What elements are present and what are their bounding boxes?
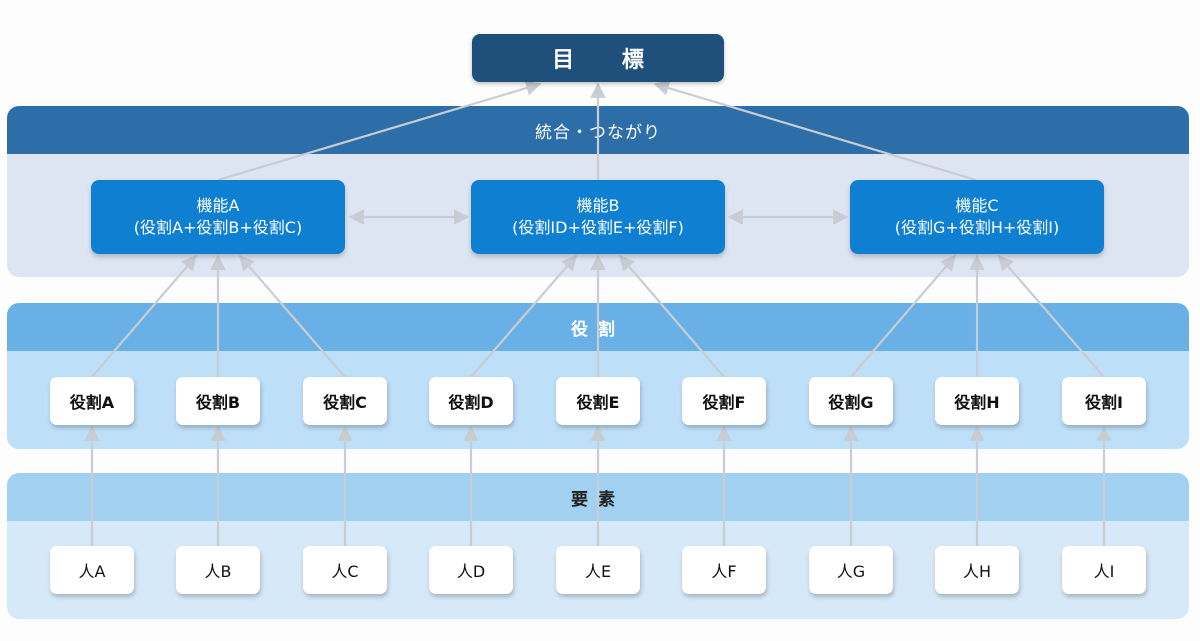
role-e-box: 役割E	[556, 377, 640, 425]
role-d-box: 役割D	[429, 377, 513, 425]
function-subtitle: (役割ID+役割E+役割F)	[512, 218, 684, 237]
function-title: 機能A	[196, 196, 240, 215]
person-d-box: 人D	[429, 546, 513, 594]
person-f-box: 人F	[682, 546, 766, 594]
person-g-box: 人G	[809, 546, 893, 594]
person-b-box: 人B	[176, 546, 260, 594]
person-c-box: 人C	[303, 546, 387, 594]
goal-box: 目 標	[472, 34, 724, 82]
person-i-box: 人I	[1062, 546, 1146, 594]
role-i-box: 役割I	[1062, 377, 1146, 425]
function-c-box: 機能C (役割G+役割H+役割I)	[850, 180, 1104, 254]
role-f-box: 役割F	[682, 377, 766, 425]
role-g-box: 役割G	[809, 377, 893, 425]
role-h-box: 役割H	[935, 377, 1019, 425]
role-b-box: 役割B	[176, 377, 260, 425]
person-e-box: 人E	[556, 546, 640, 594]
person-a-box: 人A	[50, 546, 134, 594]
function-title: 機能C	[955, 196, 999, 215]
role-c-box: 役割C	[303, 377, 387, 425]
function-b-box: 機能B (役割ID+役割E+役割F)	[471, 180, 725, 254]
role-a-box: 役割A	[50, 377, 134, 425]
function-subtitle: (役割G+役割H+役割I)	[894, 218, 1060, 237]
person-h-box: 人H	[935, 546, 1019, 594]
function-subtitle: (役割A+役割B+役割C)	[133, 218, 303, 237]
function-title: 機能B	[576, 196, 620, 215]
function-a-box: 機能A (役割A+役割B+役割C)	[91, 180, 345, 254]
